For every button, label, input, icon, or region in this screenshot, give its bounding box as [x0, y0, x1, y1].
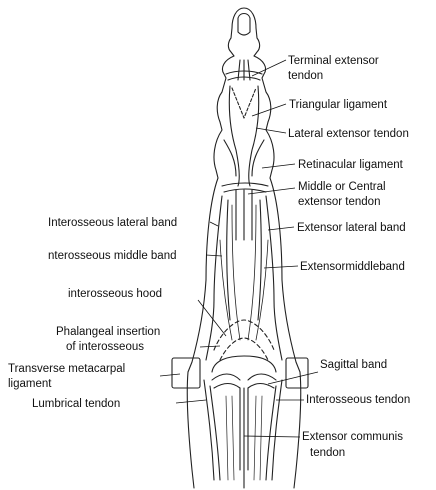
leader-extensor-middle — [264, 266, 298, 268]
label-interosseous-lateral-band: Interosseous lateral band — [48, 216, 177, 230]
label-lateral-extensor-tendon: Lateral extensor tendon — [288, 127, 409, 141]
label-interosseous-tendon: Interosseous tendon — [306, 393, 410, 407]
label-extensor-lateral-band: Extensor lateral band — [297, 221, 406, 235]
lumbrical-tendon — [204, 380, 220, 480]
interosseous-hood — [214, 320, 274, 360]
leader-interosseous-middle — [206, 255, 222, 256]
label-terminal-extensor: Terminal extensor — [288, 54, 379, 68]
leader-middle-central — [248, 188, 295, 194]
label-phalangeal-insertion-line2: of interosseous — [66, 340, 144, 354]
label-sagittal-band: Sagittal band — [320, 358, 387, 372]
label-lumbrical-tendon: Lumbrical tendon — [32, 397, 120, 411]
leader-lateral-extensor — [256, 128, 286, 133]
leader-lumbrical — [176, 400, 206, 403]
lateral-extensor-tendons — [229, 86, 259, 186]
leader-phalangeal-insertion — [200, 346, 220, 347]
mcp-head — [212, 356, 276, 372]
triangular-ligament — [232, 88, 256, 118]
label-terminal-extensor-line2: tendon — [288, 69, 323, 83]
transverse-metacarpal-left — [172, 358, 200, 388]
label-interosseous-hood: interosseous hood — [68, 287, 162, 301]
label-triangular-ligament: Triangular ligament — [289, 98, 387, 112]
leader-transverse-metacarpal — [160, 374, 180, 376]
leader-extensor-lateral — [268, 227, 294, 230]
label-phalangeal-insertion: Phalangeal insertion — [56, 325, 160, 339]
leader-sagittal-band — [268, 372, 318, 384]
retinacular-ligament — [224, 140, 264, 176]
central-slip — [236, 190, 252, 240]
leader-triangular-ligament — [252, 104, 286, 116]
pip-joint — [222, 183, 268, 192]
leader-terminal-extensor — [252, 60, 286, 76]
interosseous-tendon — [266, 380, 282, 480]
label-transverse-metacarpal: Transverse metacarpal — [8, 362, 125, 376]
label-middle-central: Middle or Central — [298, 180, 386, 194]
transverse-metacarpal-right — [286, 358, 308, 388]
leader-interosseous-lateral — [210, 222, 218, 226]
label-extensor-communis: Extensor communis — [302, 430, 403, 444]
label-transverse-metacarpal-line2: ligament — [8, 377, 51, 391]
leader-retinacular — [262, 164, 295, 168]
extensor-communis — [240, 388, 248, 488]
nail-outline — [238, 14, 250, 36]
sagittal-bands — [212, 374, 276, 388]
label-middle-central-line2: extensor tendon — [298, 195, 380, 209]
label-extensor-communis-line2: tendon — [310, 446, 345, 460]
leader-extensor-communis — [244, 436, 300, 437]
label-retinacular-ligament: Retinacular ligament — [298, 158, 403, 172]
label-extensor-middle-band: Extensormiddleband — [300, 260, 405, 274]
label-interosseous-middle-band: nterosseous middle band — [48, 249, 177, 263]
